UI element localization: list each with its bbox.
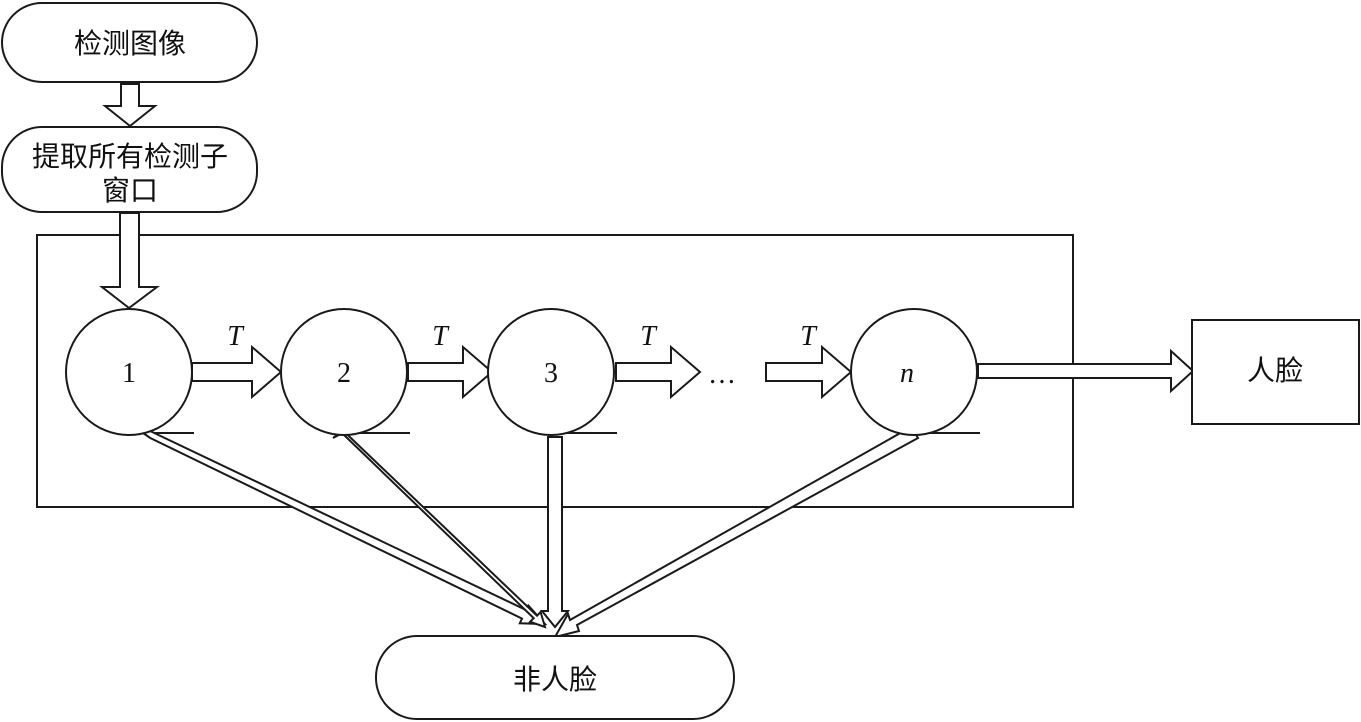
reject-arrow-stage2 <box>332 430 547 629</box>
transition-label-ellipsis-n: T <box>800 321 818 352</box>
reject-arrow-stage-n <box>552 425 920 639</box>
forward-arrows <box>191 344 853 400</box>
ellipsis: … <box>708 359 736 390</box>
transition-label-3-ellipsis: T <box>640 321 658 352</box>
transition-labels: T T T T <box>227 321 818 352</box>
extract-windows-label-line2: 窗口 <box>102 174 158 207</box>
arrow-stage-n-to-face <box>977 348 1195 394</box>
forward-arrow-1-2 <box>191 344 283 400</box>
forward-arrow-ellipsis-n <box>765 344 853 400</box>
stage-3: 3 <box>487 308 615 436</box>
transition-label-1-2: T <box>227 321 245 352</box>
forward-arrow-2-3 <box>407 344 494 400</box>
reject-arrow-stage3 <box>539 436 571 629</box>
stage-n: n <box>850 308 978 436</box>
arrow-detect-to-extract <box>102 83 158 128</box>
stage-n-label: n <box>900 358 914 389</box>
stage-2: 2 <box>280 308 408 436</box>
detect-image-node: 检测图像 <box>1 2 258 83</box>
forward-arrow-3-ellipsis <box>615 344 702 400</box>
face-node: 人脸 <box>1191 319 1360 425</box>
transition-label-2-3: T <box>432 321 450 352</box>
extract-windows-node: 提取所有检测子 窗口 <box>1 126 258 213</box>
reject-arrow-stage1 <box>129 424 548 626</box>
stage-1-label: 1 <box>122 358 136 389</box>
arrow-extract-to-stage1 <box>99 212 160 310</box>
non-face-node: 非人脸 <box>375 635 735 720</box>
face-label: 人脸 <box>1247 354 1303 387</box>
non-face-label: 非人脸 <box>513 663 597 696</box>
reject-arrows <box>129 424 920 639</box>
extract-windows-label-line1: 提取所有检测子 <box>32 140 228 173</box>
stage-3-label: 3 <box>544 358 558 389</box>
detect-image-label: 检测图像 <box>74 27 186 60</box>
stage-2-label: 2 <box>337 358 351 389</box>
stage-1: 1 <box>65 308 193 436</box>
